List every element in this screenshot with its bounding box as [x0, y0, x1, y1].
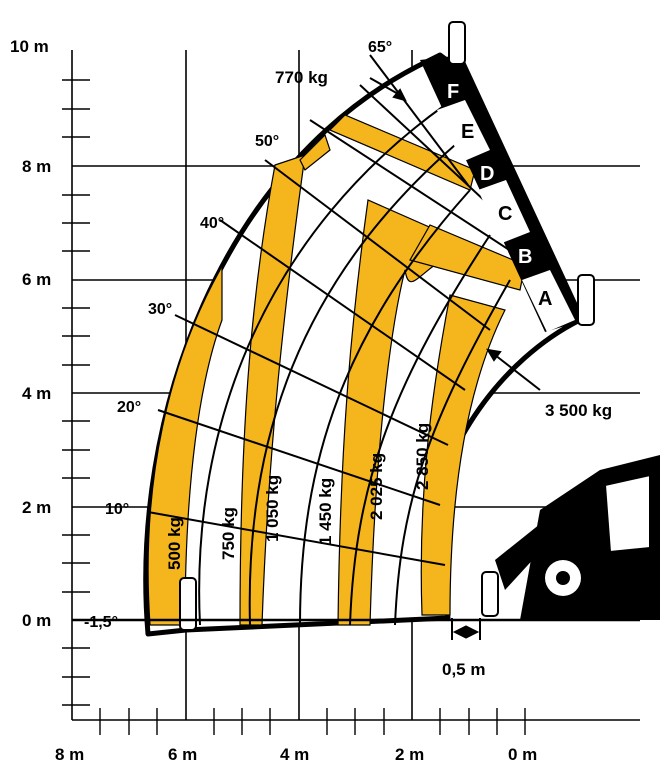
ext-e: E	[461, 121, 474, 143]
offset-label: 0,5 m	[442, 660, 485, 679]
band-2025kg	[337, 199, 472, 626]
load-labels: 500 kg 750 kg 1 050 kg 1 450 kg 2 025 kg…	[165, 68, 612, 570]
ext-b: B	[518, 246, 532, 268]
load-1050: 1 050 kg	[263, 475, 282, 542]
fork-icons	[179, 21, 595, 631]
angle-20: 20°	[117, 399, 141, 416]
angle-10: 10°	[105, 501, 129, 518]
load-500: 500 kg	[165, 517, 184, 570]
angle-lines	[147, 54, 541, 566]
load-770: 770 kg	[275, 68, 328, 87]
seg-a	[522, 270, 575, 332]
load-2025: 2 025 kg	[367, 453, 386, 520]
y-minor-ticks	[62, 79, 90, 706]
y-tick-6: 6 m	[22, 270, 51, 289]
ext-f: F	[447, 81, 459, 103]
boom-segments	[437, 100, 575, 332]
telehandler-vehicle	[495, 455, 660, 620]
angle-65: 65°	[368, 39, 392, 56]
seg-c	[478, 180, 530, 243]
boom-letters: F E D C B A	[447, 81, 552, 310]
y-tick-8: 8 m	[22, 157, 51, 176]
y-tick-2: 2 m	[22, 498, 51, 517]
load-3500: 3 500 kg	[545, 401, 612, 420]
radial-arcs	[198, 104, 511, 626]
x-tick-8: 8 m	[55, 745, 84, 764]
label-pointers	[369, 77, 541, 391]
boom	[420, 55, 585, 332]
ext-c: C	[498, 203, 512, 225]
load-1450: 1 450 kg	[316, 478, 335, 545]
y-tick-10: 10 m	[10, 37, 49, 56]
band-500kg	[147, 264, 223, 626]
angle-30: 30°	[148, 301, 172, 318]
x-tick-6: 6 m	[168, 745, 197, 764]
angle-40: 40°	[200, 215, 224, 232]
y-tick-0: 0 m	[22, 611, 51, 630]
ext-d: D	[480, 163, 494, 185]
angle-50: 50°	[255, 133, 279, 150]
angle-labels: 65° 50° 40° 30° 20° 10° -1,5°	[84, 39, 392, 631]
load-2850: 2 850 kg	[413, 423, 432, 490]
offset-marker	[451, 618, 481, 640]
y-axis-labels: 10 m 8 m 6 m 4 m 2 m 0 m	[10, 37, 51, 630]
seg-e	[437, 100, 490, 162]
x-tick-2: 2 m	[395, 745, 424, 764]
load-750: 750 kg	[219, 507, 238, 560]
band-top	[299, 133, 331, 171]
angle-neg1-5: -1,5°	[84, 614, 118, 631]
y-tick-4: 4 m	[22, 384, 51, 403]
x-minor-ticks	[99, 708, 526, 735]
ext-a: A	[538, 288, 552, 310]
x-axis-labels: 8 m 6 m 4 m 2 m 0 m	[55, 745, 537, 764]
x-tick-4: 4 m	[280, 745, 309, 764]
x-tick-0: 0 m	[508, 745, 537, 764]
